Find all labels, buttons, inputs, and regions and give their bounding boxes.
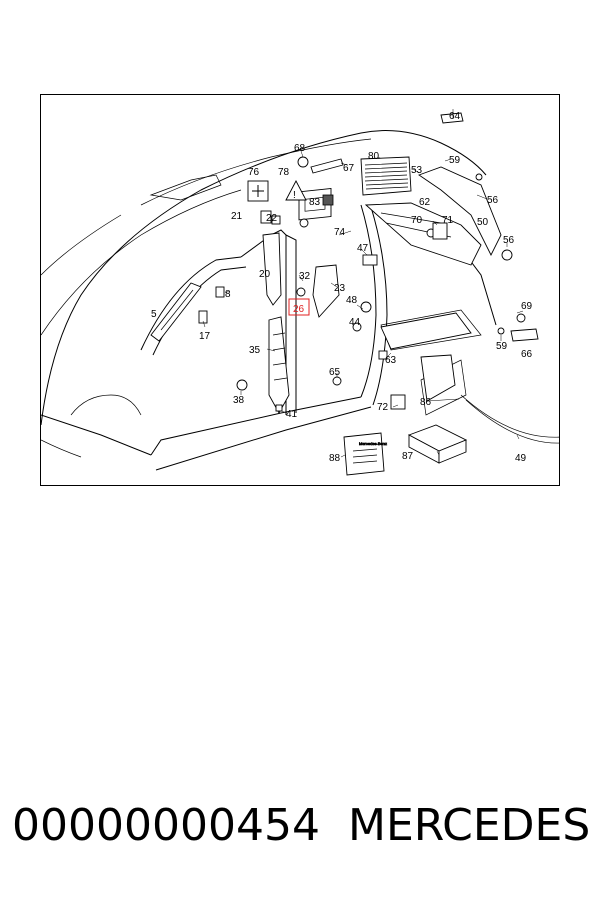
- part-label: 20: [259, 269, 271, 280]
- part-label: 44: [349, 317, 361, 328]
- part-label: 17: [199, 331, 211, 342]
- highlighted-label-box[interactable]: [288, 298, 310, 316]
- parts-diagram: !: [41, 109, 559, 476]
- part-label: 47: [357, 243, 369, 254]
- part-label: 56: [503, 235, 515, 246]
- part-label: 64: [449, 111, 461, 122]
- part-label: 72: [377, 402, 389, 413]
- part-label: 35: [249, 345, 261, 356]
- part-label: 66: [521, 349, 533, 360]
- fasteners: [198, 112, 539, 412]
- part-label: 49: [515, 453, 527, 464]
- accessory-box: [407, 424, 468, 464]
- part-label: 23: [334, 283, 346, 294]
- parts-diagram-frame: !: [40, 94, 560, 486]
- b-pillar-trim: [262, 232, 340, 414]
- part-label: 48: [346, 295, 358, 306]
- part-label: 59: [449, 155, 461, 166]
- speaker-grille: [360, 156, 412, 196]
- part-label: 67: [343, 163, 355, 174]
- part-label: 63: [385, 355, 397, 366]
- rear-quarter-trim: [364, 202, 482, 266]
- svg-text:!: !: [293, 190, 296, 201]
- warning-triangle-sign: !: [285, 180, 307, 201]
- part-label: 32: [299, 271, 311, 282]
- svg-text:Mercedes-Benz: Mercedes-Benz: [359, 441, 387, 446]
- part-label: 8: [225, 289, 231, 300]
- part-label: 50: [477, 217, 489, 228]
- cargo-trim: [380, 312, 559, 444]
- part-label-highlighted[interactable]: 26: [293, 304, 305, 315]
- c-pillar-trim: [418, 166, 502, 257]
- part-label: 59: [496, 341, 508, 352]
- part-label: 87: [402, 451, 414, 462]
- part-label: 22: [266, 213, 278, 224]
- part-labels: 64 68 67 80 53 59 76 78 83 56 21 22 74 6…: [151, 111, 533, 464]
- part-label: 83: [309, 197, 321, 208]
- part-label: 71: [442, 215, 454, 226]
- brand-name-text: MERCEDES: [348, 800, 591, 851]
- caption-bar: 00000000454 MERCEDES: [0, 800, 600, 870]
- first-aid-sign: [247, 180, 269, 202]
- part-label: 21: [231, 211, 243, 222]
- part-label: 88: [329, 453, 341, 464]
- part-label: 41: [286, 409, 298, 420]
- part-label: 56: [487, 195, 499, 206]
- part-label: 5: [151, 309, 157, 320]
- part-label: 80: [368, 151, 380, 162]
- a-pillar-trim: [150, 282, 202, 342]
- owners-manual: Mercedes-Benz: [343, 432, 387, 476]
- part-label: 38: [233, 395, 245, 406]
- part-label: 70: [411, 215, 423, 226]
- part-label: 86: [420, 397, 432, 408]
- part-label: 76: [248, 167, 260, 178]
- part-label: 78: [278, 167, 290, 178]
- leader-lines: [202, 109, 524, 458]
- part-number-text: 00000000454: [12, 800, 320, 851]
- part-label: 65: [329, 367, 341, 378]
- part-label: 62: [419, 197, 431, 208]
- part-label: 74: [334, 227, 346, 238]
- part-label: 69: [521, 301, 533, 312]
- part-label: 53: [411, 165, 423, 176]
- car-body-outline: [41, 130, 497, 471]
- part-label: 68: [294, 143, 306, 154]
